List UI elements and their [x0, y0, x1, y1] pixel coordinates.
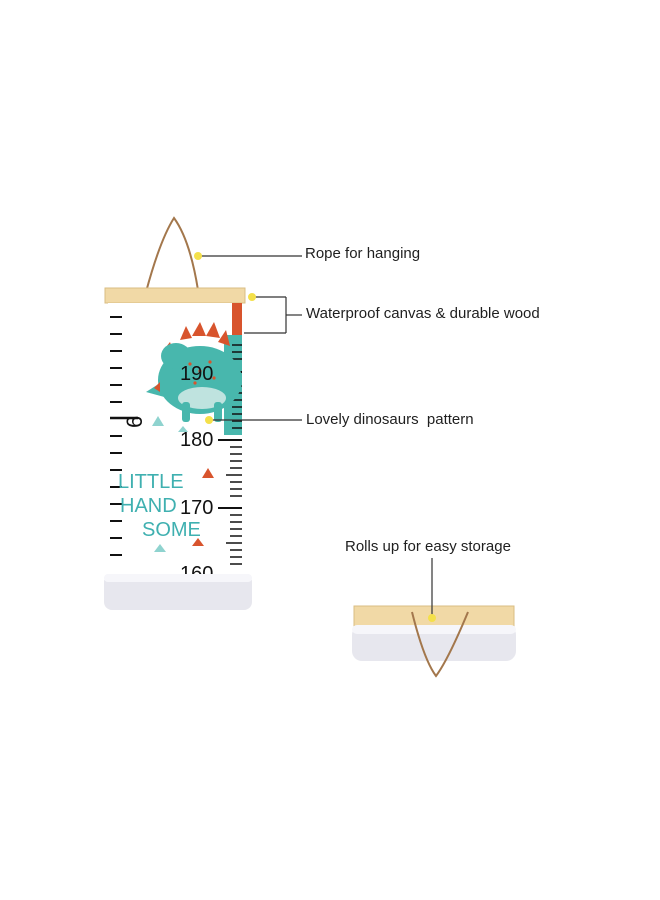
wood-bar-top: [104, 287, 246, 304]
callout-dot-roll: [428, 614, 436, 622]
canvas-red-stripe: [232, 303, 242, 343]
triangle-decor: [178, 426, 188, 432]
height-number-190: 190: [180, 363, 213, 385]
triangle-decor: [152, 416, 164, 426]
callout-lines: [198, 255, 433, 618]
side-number: 6: [122, 416, 147, 428]
slogan-line-3: SOME: [142, 519, 201, 541]
callout-rolls-label: Rolls up for easy storage: [345, 538, 511, 555]
left-ruler-ticks: [110, 316, 138, 556]
dinosaur-illustration: [146, 322, 242, 422]
callout-dot-canvas: [248, 293, 256, 301]
hanging-rope: [145, 216, 199, 293]
triangle-decor: [192, 538, 204, 546]
slogan-line-2: HAND: [120, 495, 177, 517]
callout-rope-label: Rope for hanging: [305, 245, 421, 262]
slogan-line-1: LITTLE: [118, 471, 184, 493]
height-number-180: 180: [180, 429, 213, 451]
callout-dot-rope: [194, 252, 202, 260]
triangle-decor: [154, 544, 166, 552]
callout-dinosaurs-label: Lovely dinosaurs pattern: [306, 411, 474, 428]
bottom-roll: [104, 574, 252, 610]
rolled-rope: [411, 611, 469, 678]
callout-canvas-label: Waterproof canvas & durable wood: [306, 305, 540, 322]
triangle-decor: [202, 468, 214, 478]
callout-dot-dino: [205, 416, 213, 424]
height-number-170: 170: [180, 497, 213, 519]
